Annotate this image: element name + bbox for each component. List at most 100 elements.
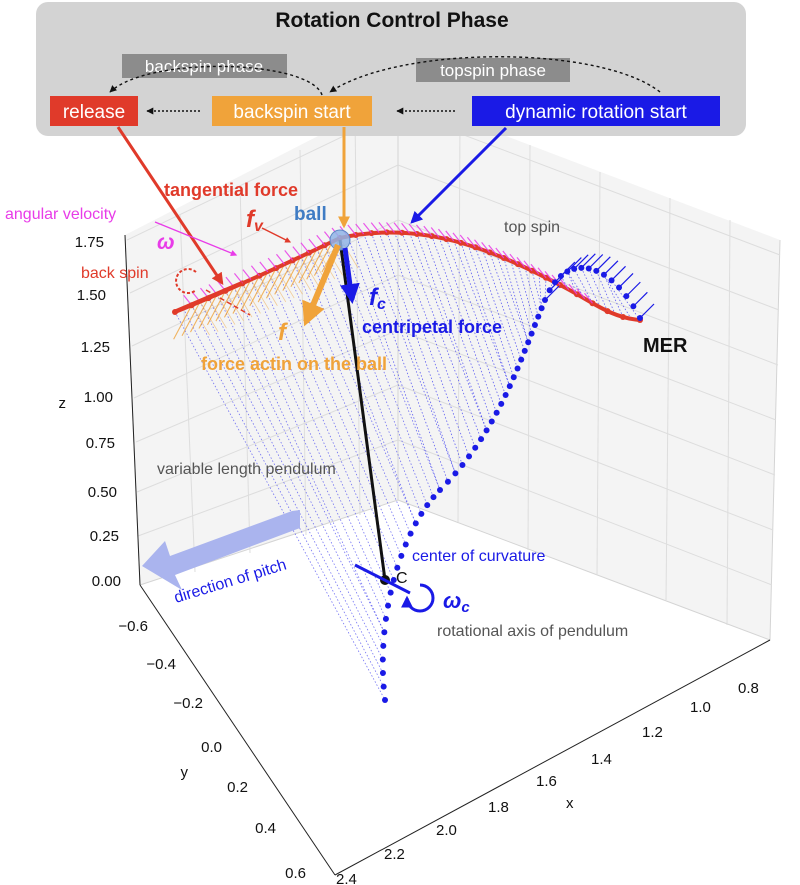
- force-hatch-line: [275, 267, 295, 299]
- fan-line: [174, 311, 386, 701]
- force-hatch-line: [189, 297, 209, 333]
- force-hatch-line: [274, 260, 294, 295]
- z-tick-0.25: 0.25: [90, 528, 119, 545]
- force-arrow-f: [302, 243, 341, 327]
- fan-line: [371, 233, 456, 474]
- angular-velocity-tick: [466, 236, 476, 248]
- fv-symbol: fv: [246, 206, 264, 235]
- force-on-ball-label: force actin on the ball: [201, 354, 387, 374]
- backspin-start-box: [212, 96, 372, 126]
- x-tick-1.4: 1.4: [591, 751, 612, 768]
- angular-velocity-tick: [355, 223, 365, 235]
- curvature-center-dot: [444, 478, 451, 485]
- curvature-center-dot: [387, 589, 394, 596]
- curvature-center-dots: [379, 264, 643, 703]
- fan-line: [409, 233, 487, 431]
- angular-velocity-tick: [393, 222, 403, 234]
- omega-c-symbol: ωc: [443, 588, 470, 616]
- angular-velocity-tick: [568, 283, 578, 295]
- force-hatch-line: [306, 245, 326, 280]
- force-hatch-line: [233, 286, 253, 318]
- curvature-center-dot: [385, 602, 392, 609]
- y-axis: −0.6 −0.4 −0.2 0.0 0.2 0.4 0.6 y: [118, 618, 306, 882]
- z-tick-1.00: 1.00: [84, 389, 113, 406]
- fan-line: [544, 277, 547, 301]
- curvature-center-dot: [483, 427, 490, 434]
- force-hatch-line: [298, 248, 318, 284]
- force-hatch-line: [199, 301, 219, 332]
- y-tick-5: 0.2: [227, 779, 248, 796]
- backspin-phase-label: backspin phase: [145, 57, 263, 76]
- omega-c-rotation-icon: [401, 583, 435, 613]
- fan-line: [453, 240, 511, 387]
- dynamic-rotation-start-label: dynamic rotation start: [505, 102, 687, 123]
- force-arrow-fv: [261, 227, 292, 243]
- x-tick-2.0: 2.0: [436, 822, 457, 839]
- force-hatch-line: [240, 275, 260, 311]
- force-hatch-line: [232, 279, 252, 314]
- fan-line: [603, 274, 624, 318]
- fan-line: [503, 257, 529, 343]
- x-tick-1.2: 1.2: [642, 724, 663, 741]
- angular-velocity-tick: [267, 257, 277, 269]
- force-hatch-line: [215, 286, 235, 322]
- angular-velocity-tick: [275, 253, 285, 265]
- curvature-center-dot: [418, 510, 425, 517]
- curvature-center-dot: [382, 615, 389, 622]
- curvature-center-dot: [407, 530, 414, 537]
- y-tick-7: 0.6: [285, 865, 306, 882]
- z-tick-1.25: 1.25: [81, 339, 110, 356]
- fan-line: [199, 301, 384, 660]
- release-box: [50, 96, 138, 126]
- curvature-center-dot: [398, 552, 405, 559]
- x-tick-1.0: 1.0: [690, 699, 711, 716]
- header-title: Rotation Control Phase: [275, 9, 508, 32]
- force-hatch-line: [198, 294, 218, 329]
- fan-line: [259, 275, 395, 581]
- curvature-center-dot: [493, 409, 500, 416]
- rotational-axis-label: rotational axis of pendulum: [437, 623, 628, 640]
- force-hatch-line: [206, 290, 226, 326]
- mer-vector: [611, 265, 626, 281]
- curvature-center-dot: [437, 487, 443, 493]
- mer-vector: [595, 256, 611, 272]
- angular-velocity-tick: [584, 292, 593, 304]
- fan-line: [580, 267, 601, 308]
- mer-vector: [625, 281, 641, 297]
- force-hatch-line: [282, 256, 302, 291]
- curvature-center-dot: [390, 577, 397, 583]
- angular-velocity-tick: [250, 265, 260, 277]
- fan-line: [566, 271, 578, 295]
- angular-velocity-tick: [474, 239, 483, 251]
- curvature-center-dot: [518, 356, 525, 363]
- angular-velocity-tick: [438, 228, 447, 240]
- fan-line: [378, 232, 463, 466]
- back-spin-label: back spin: [81, 265, 149, 282]
- mer-vector: [639, 303, 655, 319]
- fan-line: [182, 308, 385, 687]
- angular-velocity-tick: [300, 242, 310, 254]
- angular-velocity-tick: [423, 225, 433, 237]
- curvature-center-dot: [379, 670, 386, 677]
- curvature-center-dot: [531, 322, 538, 329]
- fan-line: [460, 242, 511, 387]
- angular-velocity-label: angular velocity: [5, 206, 116, 223]
- force-hatch-line: [259, 275, 278, 306]
- mer-vectors: [544, 253, 655, 319]
- curvature-center-dot: [459, 461, 466, 468]
- rotational-axis-line: [354, 563, 411, 595]
- angular-velocity-tick: [370, 222, 380, 234]
- angular-velocity-tick: [316, 234, 326, 246]
- angular-velocity-tick: [401, 222, 411, 234]
- y-tick-3: −0.2: [173, 695, 203, 712]
- z-tick-0.00: 0.00: [92, 573, 121, 590]
- omega-symbol: ω: [157, 231, 175, 254]
- curvature-center-dot: [521, 347, 528, 354]
- fan-line: [517, 264, 536, 326]
- x-tick-2.2: 2.2: [384, 846, 405, 863]
- angular-velocity-tick: [363, 222, 372, 234]
- angular-velocity-tick: [445, 230, 455, 242]
- force-arrow-fc: [339, 247, 360, 304]
- z-axis: 1.75 1.50 1.25 1.00 0.75 0.50 0.25 0.00 …: [59, 234, 122, 590]
- angular-velocity-tick: [308, 238, 318, 250]
